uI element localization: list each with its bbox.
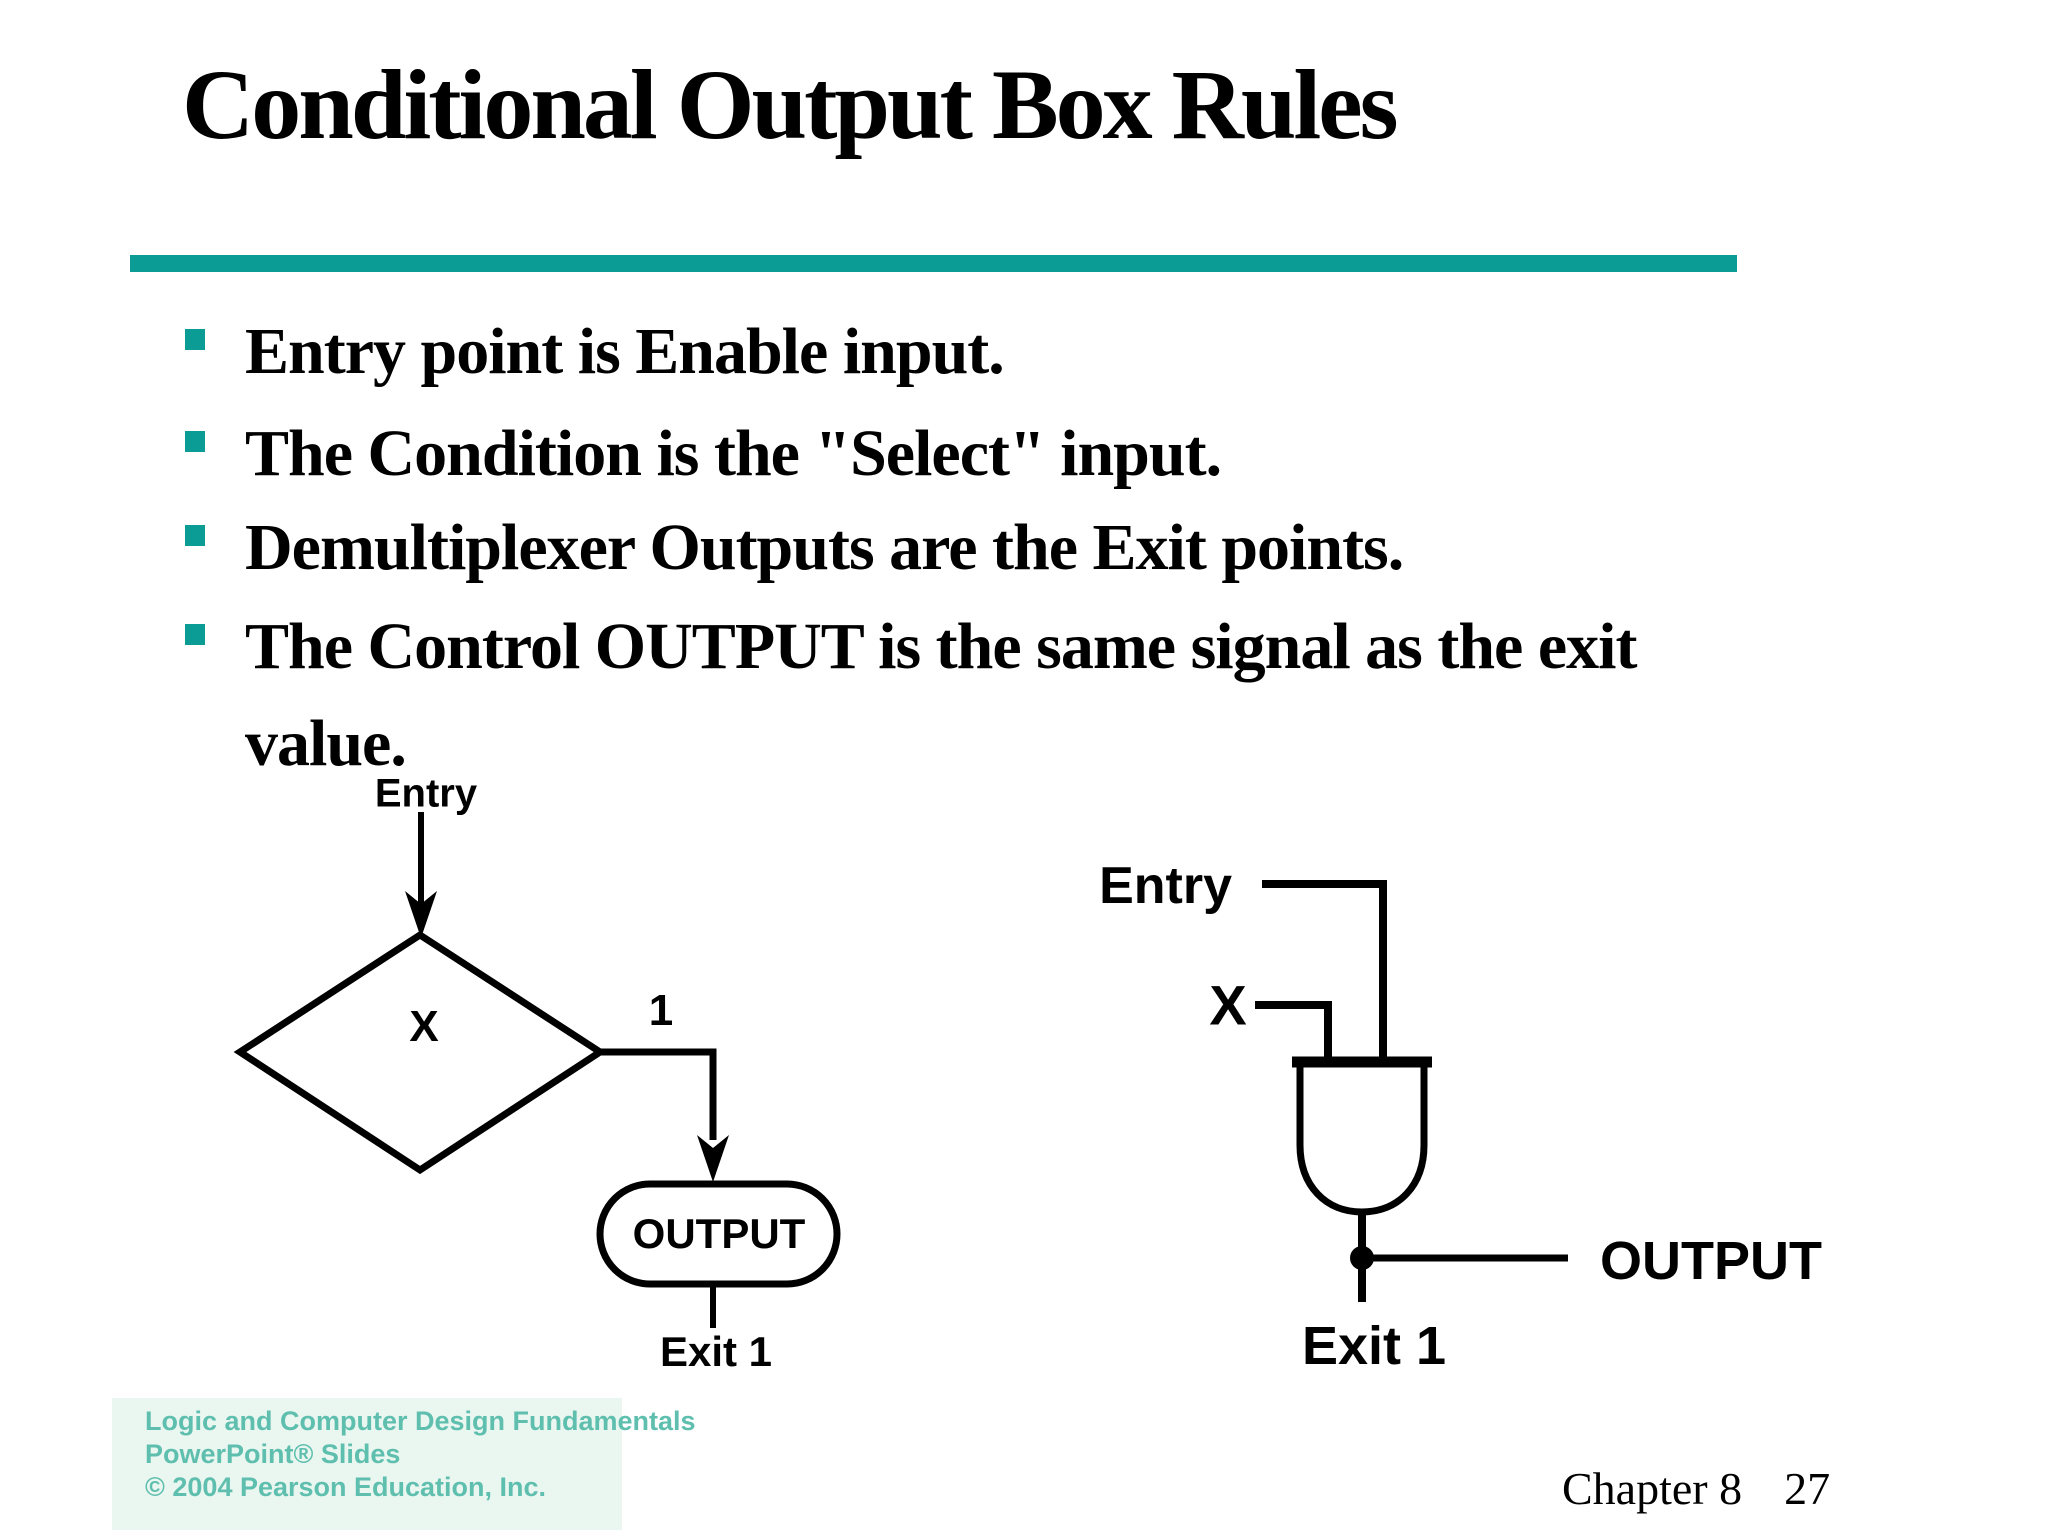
page-title: Conditional Output Box Rules <box>182 49 1399 160</box>
flowchart-entry-arrowhead-icon <box>405 891 437 938</box>
flowchart-exit-label: Exit 1 <box>659 1328 773 1375</box>
bullet-item: Entry point is Enable input. <box>185 303 1005 400</box>
bullet-square-icon <box>185 431 205 452</box>
bullet-square-icon <box>185 329 205 350</box>
circuit-entry-wire <box>1262 880 1387 1062</box>
flowchart-exit-line <box>600 1048 717 1140</box>
bullet-text-line2: value. <box>245 707 407 780</box>
watermark-line: © 2004 Pearson Education, Inc. <box>145 1472 547 1502</box>
flowchart-condition-label: X <box>409 1002 439 1051</box>
flowchart-decision-diamond <box>233 930 607 1175</box>
bullet-square-icon <box>185 624 205 645</box>
chapter-label: Chapter 8 <box>1562 1463 1743 1514</box>
flowchart-exit-arrowhead-icon <box>697 1135 729 1182</box>
flowchart-exit-value-label: 1 <box>648 986 674 1035</box>
watermark-line: Logic and Computer Design Fundamentals <box>145 1406 696 1436</box>
watermark-line: PowerPoint® Slides <box>145 1439 401 1469</box>
watermark-footer: Logic and Computer Design Fundamentals P… <box>112 1398 696 1530</box>
bullet-item: The Condition is the "Select" input. <box>185 405 1222 502</box>
bullet-item: Demultiplexer Outputs are the Exit point… <box>185 499 1404 596</box>
bullet-text: Entry point is Enable input. <box>245 315 1005 388</box>
flowchart-output-box <box>596 1180 841 1288</box>
circuit-entry-label: Entry <box>1099 857 1232 915</box>
circuit-diagram <box>1255 880 1568 1302</box>
bullet-square-icon <box>185 525 205 546</box>
chapter-footer: Chapter 8 27 <box>1562 1462 1830 1515</box>
bullet-item: The Control OUTPUT is the same signal as… <box>185 598 1637 792</box>
bullet-text: The Condition is the "Select" input. <box>245 417 1222 490</box>
title-divider <box>130 255 1737 272</box>
bullet-text: Demultiplexer Outputs are the Exit point… <box>245 511 1404 584</box>
circuit-output-label: OUTPUT <box>1600 1231 1822 1291</box>
and-gate-body <box>1296 1060 1428 1216</box>
flowchart-output-label: OUTPUT <box>632 1210 806 1257</box>
flowchart-entry-label: Entry <box>374 771 478 816</box>
flowchart-diagram <box>233 812 841 1328</box>
circuit-exit-label: Exit 1 <box>1301 1316 1447 1376</box>
circuit-select-wire <box>1255 1001 1332 1062</box>
circuit-select-label: X <box>1209 973 1247 1037</box>
page-number: 27 <box>1784 1463 1831 1514</box>
bullet-text-line1: The Control OUTPUT is the same signal as… <box>245 610 1637 683</box>
